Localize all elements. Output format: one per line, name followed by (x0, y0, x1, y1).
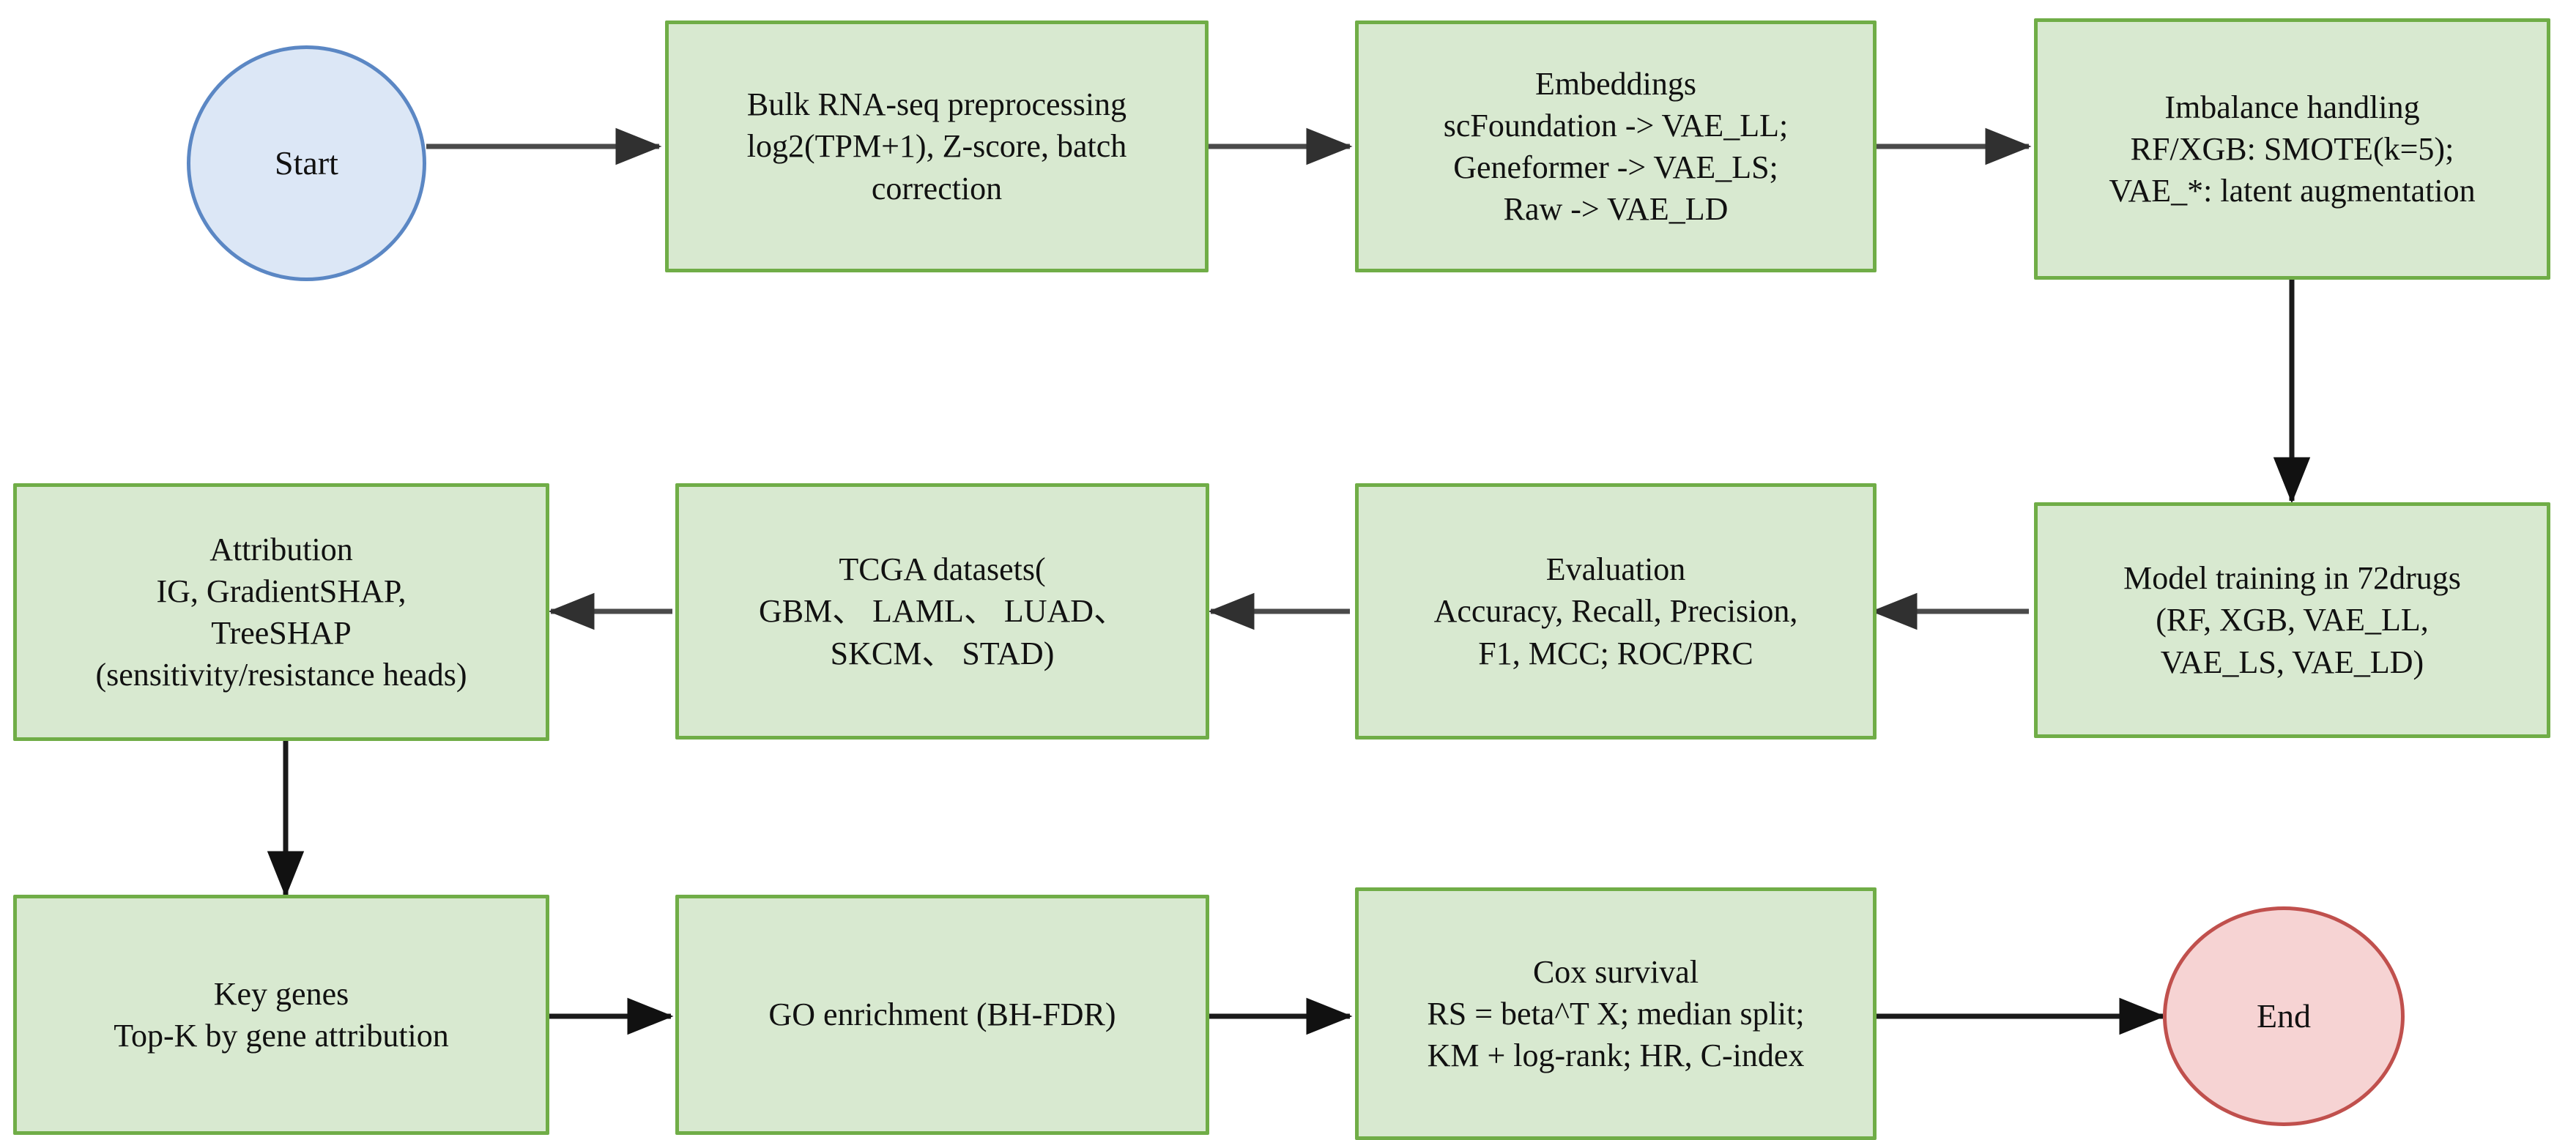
node-evaluation[interactable]: Evaluation Accuracy, Recall, Precision, … (1355, 483, 1877, 739)
node-attribution[interactable]: Attribution IG, GradientSHAP, TreeSHAP (… (13, 483, 549, 741)
node-start[interactable]: Start (187, 45, 426, 281)
node-cox-survival[interactable]: Cox survival RS = beta^T X; median split… (1355, 887, 1877, 1140)
node-tcga-datasets[interactable]: TCGA datasets( GBM、 LAML、 LUAD、 SKCM、 ST… (675, 483, 1209, 739)
node-embeddings[interactable]: Embeddings scFoundation -> VAE_LL; Genef… (1355, 21, 1877, 272)
node-key-genes[interactable]: Key genes Top-K by gene attribution (13, 895, 549, 1135)
node-imbalance-handling[interactable]: Imbalance handling RF/XGB: SMOTE(k=5); V… (2034, 18, 2550, 280)
node-go-enrichment[interactable]: GO enrichment (BH-FDR) (675, 895, 1209, 1135)
node-end[interactable]: End (2163, 906, 2405, 1126)
node-model-training[interactable]: Model training in 72drugs (RF, XGB, VAE_… (2034, 502, 2550, 738)
node-preprocessing[interactable]: Bulk RNA-seq preprocessing log2(TPM+1), … (665, 21, 1209, 272)
